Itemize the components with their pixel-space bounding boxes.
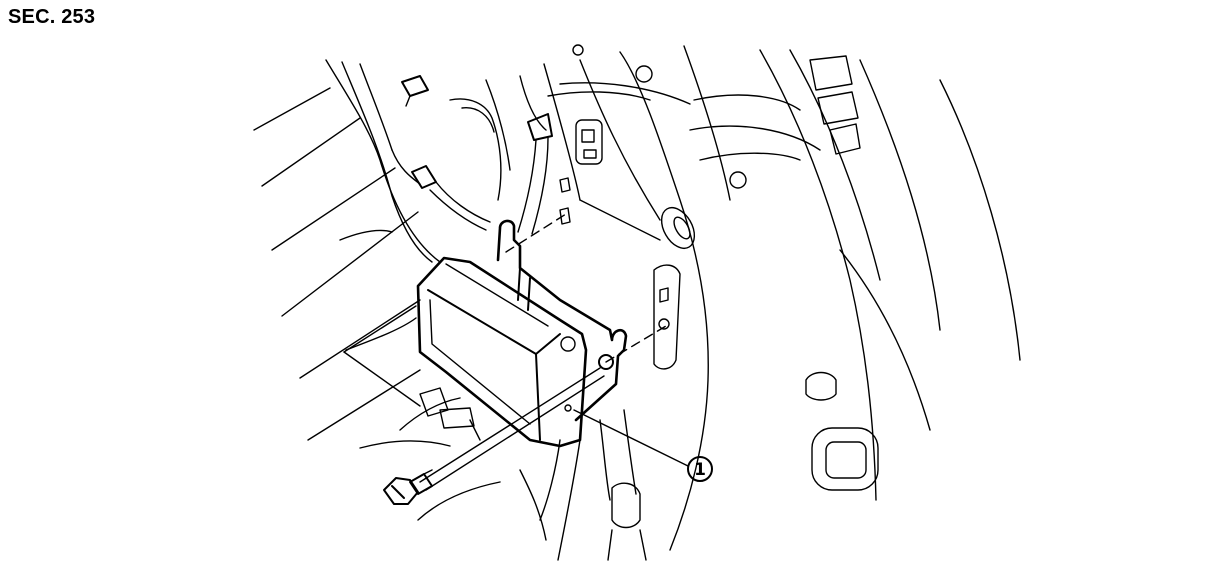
body-side-panel [619,45,1021,551]
control-unit [416,256,588,448]
callout-number: 1 [694,460,706,480]
alignment-lines [343,213,667,407]
mounting-bolt [383,367,605,505]
callout-1: 1 [573,409,713,482]
upper-bolt [401,75,429,107]
section-number-label: SEC. 253 [8,6,96,28]
wire-harness [391,75,553,235]
callout-circle [687,456,713,482]
center-pillar [543,44,691,241]
lower-pillar [419,387,647,561]
left-trim-panel [253,59,501,521]
